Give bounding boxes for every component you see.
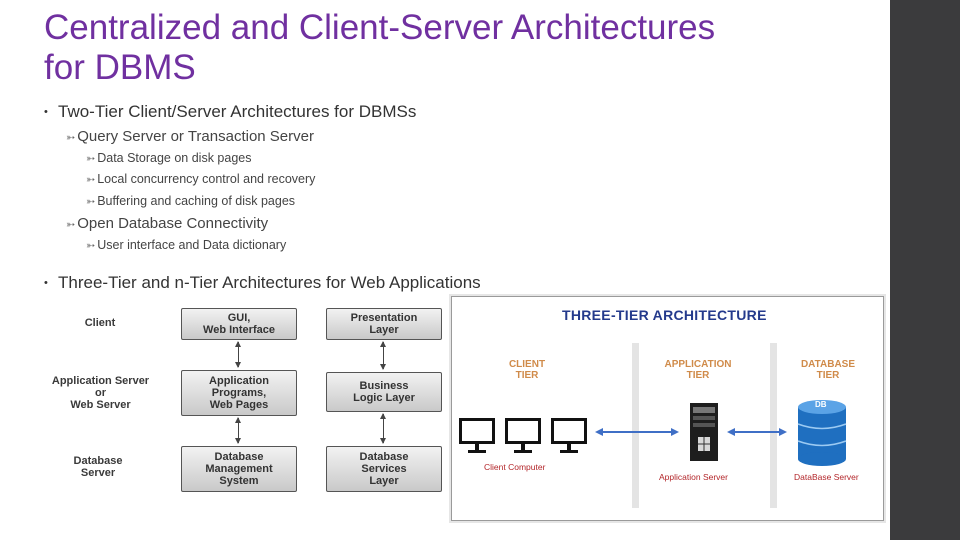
double-arrow-icon — [234, 341, 241, 368]
bullet-three-tier: • Three-Tier and n-Tier Architectures for… — [44, 273, 481, 293]
arrow-icon — [595, 428, 679, 436]
sub-bullet-text: Open Database Connectivity — [77, 215, 269, 232]
db-server-label: Database Server — [73, 455, 123, 479]
subsub-text: Local concurrency control and recovery — [97, 172, 316, 186]
arrow-icon — [727, 428, 787, 436]
double-arrow-icon — [379, 341, 386, 370]
db-icon-text: DB — [815, 400, 827, 409]
arrow-bullet-icon: ➳ — [86, 153, 96, 165]
bullet-text: Two-Tier Client/Server Architectures for… — [58, 102, 417, 121]
monitor-icon — [505, 418, 541, 453]
arrow-bullet-icon: ➳ — [86, 240, 96, 252]
subsub-text: Buffering and caching of disk pages — [97, 194, 296, 208]
page-title: Centralized and Client-Server Architectu… — [44, 8, 844, 88]
tier-separator — [770, 343, 777, 508]
arrow-bullet-icon: ➳ — [86, 174, 96, 186]
sub-bullet-text: Query Server or Transaction Server — [77, 128, 314, 145]
subsub-bullet: ➳User interface and Data dictionary — [86, 238, 286, 252]
subsub-bullet: ➳Local concurrency control and recovery — [86, 172, 315, 186]
bullet-icon: • — [44, 277, 48, 289]
sub-bullet-query-server: ➳Query Server or Transaction Server — [66, 128, 314, 145]
title-line-1: Centralized and Client-Server Architectu… — [44, 8, 716, 47]
subsub-bullet: ➳Data Storage on disk pages — [86, 151, 252, 165]
sub-bullet-odbc: ➳Open Database Connectivity — [66, 215, 268, 232]
double-arrow-icon — [379, 413, 386, 444]
connection-arrows — [595, 400, 847, 466]
gui-box: GUI,Web Interface — [181, 308, 297, 340]
database-cylinder-icon — [797, 400, 847, 466]
arrow-bullet-icon: ➳ — [66, 219, 76, 231]
application-server-caption: Application Server — [659, 472, 728, 482]
double-arrow-icon — [234, 417, 241, 444]
database-server-caption: DataBase Server — [794, 472, 859, 482]
bullet-two-tier: • Two-Tier Client/Server Architectures fo… — [44, 102, 416, 122]
diagram-title: THREE-TIER ARCHITECTURE — [562, 307, 767, 323]
sidebar-band — [890, 0, 960, 540]
arrow-bullet-icon: ➳ — [86, 196, 96, 208]
tier-separator — [632, 343, 639, 508]
arrow-bullet-icon: ➳ — [66, 132, 76, 144]
subsub-bullet: ➳Buffering and caching of disk pages — [86, 194, 295, 208]
title-line-2: for DBMS — [44, 48, 196, 87]
client-label: Client — [84, 317, 116, 329]
bullet-text: Three-Tier and n-Tier Architectures for … — [58, 273, 481, 292]
app-server-label: Application Server or Web Server — [51, 375, 150, 411]
subsub-text: Data Storage on disk pages — [97, 151, 252, 165]
monitor-icon — [551, 418, 587, 453]
monitor-icon — [459, 418, 495, 453]
server-tower-icon — [690, 403, 718, 461]
two-tier-diagram: Client Application Server or Web Server … — [28, 302, 446, 494]
subsub-text: User interface and Data dictionary — [97, 238, 287, 252]
client-computer-caption: Client Computer — [484, 462, 546, 472]
bullet-icon: • — [44, 106, 48, 118]
